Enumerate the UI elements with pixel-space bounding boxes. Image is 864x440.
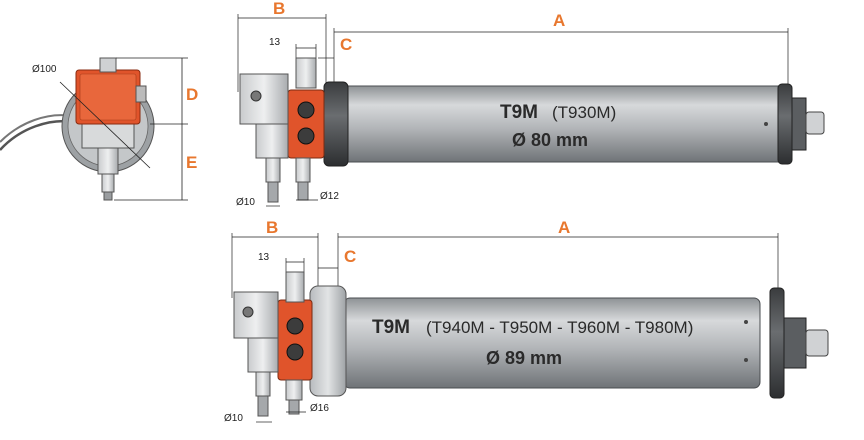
- dim-shaft: Ø10: [224, 413, 243, 424]
- tube-diameter: Ø 89 mm: [486, 348, 562, 368]
- label-b: B: [266, 218, 278, 237]
- model-title: T9M: [500, 102, 538, 123]
- ring-collar: [309, 285, 347, 397]
- dim-13: 13: [258, 252, 270, 263]
- bracket: [233, 291, 279, 339]
- label-c: C: [340, 35, 352, 54]
- front-shaft: [97, 147, 119, 175]
- dim-13: 13: [269, 37, 281, 48]
- bracket: [239, 73, 289, 125]
- red-head: [287, 89, 325, 159]
- model-variants: (T940M - T950M - T960M - T980M): [426, 318, 693, 337]
- dim-collar: Ø12: [320, 191, 339, 202]
- dark-collar: [323, 81, 349, 167]
- model-title: T9M: [372, 317, 410, 338]
- tube-diameter: Ø 80 mm: [512, 130, 588, 150]
- motor-bottom: B A 13 C Ø10 Ø16: [224, 218, 829, 424]
- dim-collar: Ø16: [310, 403, 329, 414]
- end-crown: [777, 83, 793, 165]
- tube-89: [343, 297, 761, 389]
- diameter-label: Ø100: [32, 64, 57, 75]
- motor-top: B A 13 C Ø10 Ø12: [236, 0, 825, 208]
- front-view: Ø100 D E: [0, 57, 198, 201]
- dim-shaft: Ø10: [236, 197, 255, 208]
- label-a: A: [558, 218, 570, 237]
- label-b: B: [273, 0, 285, 18]
- end-crown: [769, 287, 785, 399]
- model-variants: (T930M): [552, 103, 616, 122]
- label-c: C: [344, 247, 356, 266]
- cable: [0, 114, 73, 143]
- tube-80: [339, 85, 787, 163]
- label-d: D: [186, 85, 198, 104]
- red-head: [277, 299, 313, 381]
- label-a: A: [553, 11, 565, 30]
- label-e: E: [186, 153, 197, 172]
